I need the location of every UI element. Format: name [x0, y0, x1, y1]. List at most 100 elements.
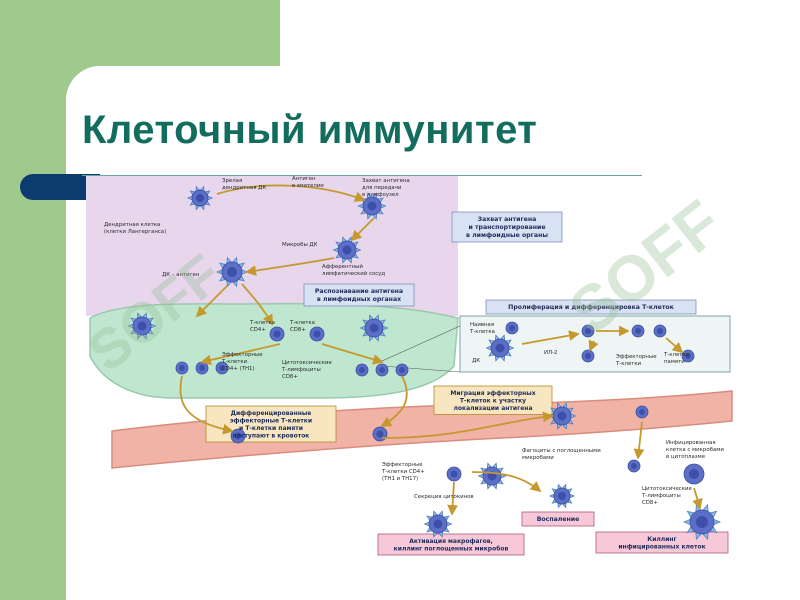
- cell-nucleus: [689, 469, 699, 479]
- diagram-label: ДК: [472, 358, 480, 364]
- t-cell: [653, 324, 667, 338]
- process-box-text: в лимфоидных органах: [317, 295, 401, 303]
- cell-nucleus: [367, 201, 377, 211]
- diagram-label: Наивная: [470, 322, 494, 328]
- t-cell: [215, 361, 229, 375]
- diagram-label: памяти: [664, 359, 685, 365]
- t-cell: [581, 349, 595, 363]
- cell-nucleus: [635, 328, 641, 334]
- diagram-label: Эффекторные: [616, 354, 657, 360]
- process-box: [451, 211, 563, 243]
- t-cell: [681, 349, 695, 363]
- cell-nucleus: [273, 330, 281, 338]
- diagram-label: Секреция цитокинов: [414, 494, 474, 500]
- t-cell: [230, 428, 246, 444]
- dendritic-cell: [485, 334, 515, 362]
- cell-nucleus: [379, 367, 385, 373]
- cell-nucleus: [359, 367, 365, 373]
- cell-nucleus: [450, 470, 458, 478]
- flow-arrow: [381, 411, 554, 439]
- cell-nucleus: [199, 365, 205, 371]
- flow-arrow: [350, 217, 375, 242]
- cell-nucleus: [179, 365, 185, 371]
- diagram-label: Т-лимфоциты: [641, 493, 681, 499]
- diagram-label: в цитоплазме: [666, 454, 706, 460]
- process-box: [485, 299, 697, 315]
- process-box-text: эффекторные Т-клетки: [230, 418, 312, 425]
- dendritic-cell: [332, 236, 362, 264]
- cell-nucleus: [369, 323, 379, 333]
- diagram-label: клетка с микробами: [666, 447, 724, 453]
- cell-nucleus: [376, 430, 384, 438]
- flow-arrow: [241, 283, 273, 326]
- flow-arrow: [200, 343, 281, 366]
- t-cell: [627, 459, 641, 473]
- cell-nucleus: [495, 343, 505, 353]
- diagram-label: Т-клетка: [469, 329, 495, 335]
- cell-nucleus: [657, 328, 663, 334]
- t-cell: [635, 405, 649, 419]
- process-box-text: киллинг поглощенных микробов: [394, 546, 509, 553]
- cell-nucleus: [234, 432, 242, 440]
- process-box: [377, 533, 525, 556]
- diagram-label: Т-лимфоциты: [281, 367, 321, 373]
- process-box-text: Киллинг: [647, 536, 676, 543]
- diagram-label: Зрелая: [222, 178, 242, 184]
- t-cell: [175, 361, 189, 375]
- diagram-label: дендритная ДК: [222, 185, 266, 191]
- zoom-line: [381, 365, 461, 373]
- t-cell: [375, 363, 389, 377]
- t-cell: [505, 321, 519, 335]
- diagram-label: (TH1 и TH17): [382, 476, 418, 482]
- diagram-label: Захват антигена: [362, 178, 410, 184]
- dendritic-cell: [186, 185, 214, 211]
- diagram-label: CD8+: [282, 374, 298, 380]
- process-box-text: Дифференцированные: [231, 410, 312, 417]
- t-cell: [395, 363, 409, 377]
- diagram-label: CD4+ (TH1): [222, 366, 255, 372]
- blood-vessel: [111, 390, 733, 469]
- diagram-label: микробами: [522, 455, 554, 461]
- t-cell: [446, 466, 462, 482]
- zoom-line: [381, 325, 461, 362]
- dendritic-cell: [547, 402, 577, 430]
- diagram-label: в лимфоузел: [362, 192, 399, 198]
- cell-nucleus: [696, 516, 708, 528]
- diagram-label: Т-клетка: [249, 320, 275, 326]
- process-box: [205, 405, 337, 443]
- process-box-text: инфицированных клеток: [618, 544, 705, 551]
- t-cell: [372, 426, 388, 442]
- process-box-text: и Т-клетки памяти: [239, 425, 303, 432]
- flow-arrow: [216, 184, 366, 202]
- t-cell: [581, 324, 595, 338]
- diagram-label: Фагоциты с поглощенными: [522, 448, 601, 454]
- diagram-label: ДК – антиген: [162, 272, 200, 278]
- cell-nucleus: [433, 519, 443, 529]
- cell-nucleus: [313, 330, 321, 338]
- diagram-label: лимфатический сосуд: [322, 270, 385, 277]
- process-box: [521, 511, 595, 527]
- title-divider: [82, 175, 642, 176]
- process-box-text: Распознавание антигена: [315, 288, 403, 295]
- diagram-label: Т-клетки: [221, 359, 248, 365]
- cell-nucleus: [509, 325, 515, 331]
- t-cell: [309, 326, 325, 342]
- diagram-label: (клетки Лангерганса): [104, 229, 166, 235]
- cell-nucleus: [227, 267, 237, 277]
- process-box-text: в лимфоидные органы: [466, 231, 548, 239]
- diagram-label: Т-клетки: [615, 361, 642, 367]
- flow-arrow: [471, 471, 542, 493]
- process-box-text: Пролиферация и дифференцировка Т-клеток: [508, 303, 675, 311]
- cell-nucleus: [399, 367, 405, 373]
- cell-nucleus: [639, 409, 645, 415]
- flow-arrow: [321, 343, 384, 365]
- process-box: [595, 531, 729, 554]
- diagram-label: Дендритная клетка: [104, 222, 160, 228]
- cell-nucleus: [196, 194, 204, 202]
- diagram-label: для передачи: [362, 185, 402, 191]
- dendritic-cell: [548, 483, 576, 509]
- flow-arrow: [633, 421, 645, 460]
- cell-nucleus: [342, 245, 352, 255]
- cell-nucleus: [137, 321, 147, 331]
